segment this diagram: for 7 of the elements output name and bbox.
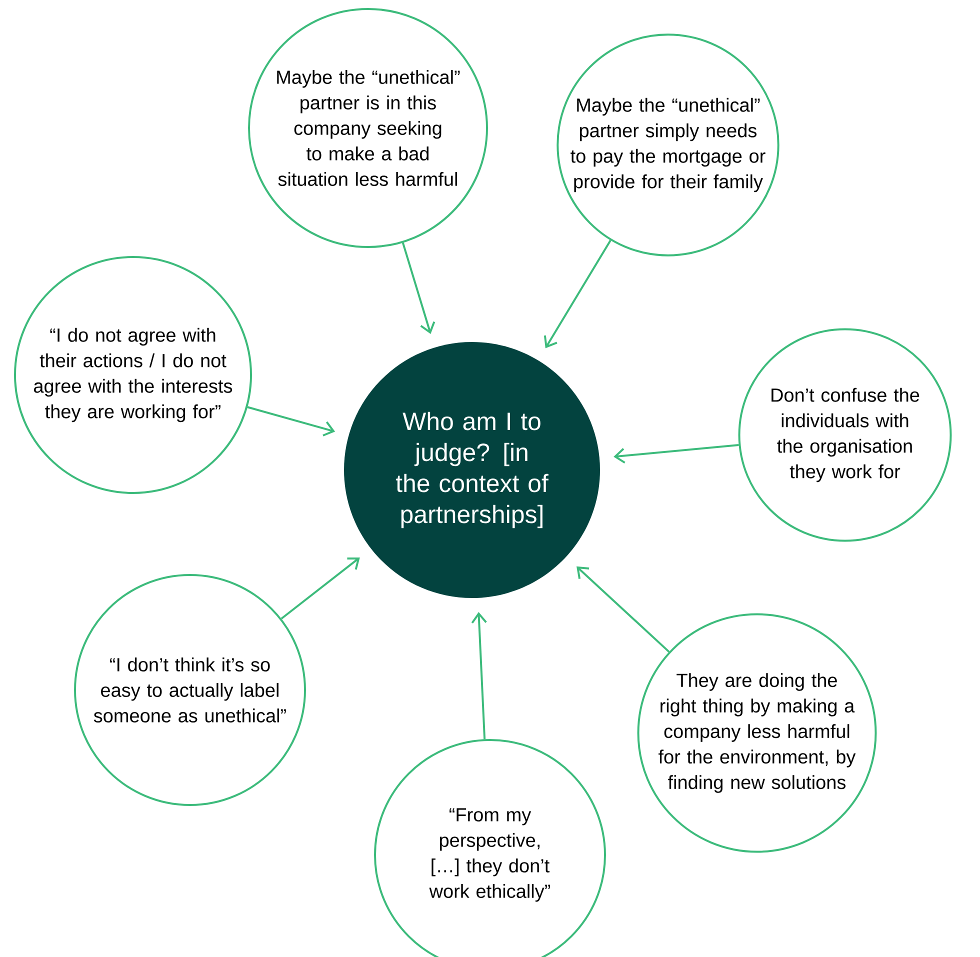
arrow [544,240,612,348]
arrow [280,557,360,620]
arrow [247,406,336,436]
arrow [576,566,670,653]
arrow [402,242,436,334]
arrow [471,612,487,740]
arrow [614,444,739,464]
